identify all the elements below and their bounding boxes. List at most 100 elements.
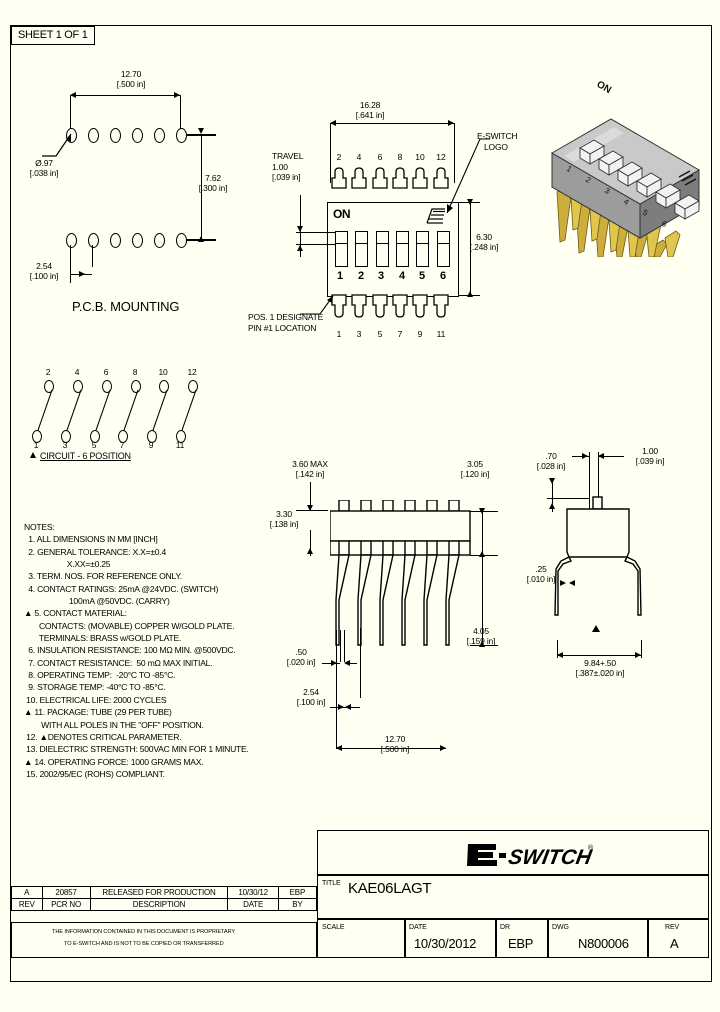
svg-text:1: 1 — [565, 164, 574, 174]
switch-position-label: 1 — [336, 270, 344, 282]
pcb-pad — [88, 233, 99, 248]
pin1-leader-line — [300, 295, 334, 315]
date-value: 10/30/2012 — [414, 936, 477, 951]
note-item: 2. GENERAL TOLERANCE: X.X=±0.4 — [24, 546, 166, 557]
note-item: 9. STORAGE TEMP: -40°C TO -85°C. — [24, 682, 166, 693]
by-header: BY — [277, 898, 318, 911]
circuit-terminal — [32, 430, 42, 443]
pin1-note-2: PIN #1 LOCATION — [248, 323, 317, 333]
eswitch-logo-note: E-SWITCH — [477, 131, 518, 141]
eswitch-brand-logo: SWITCH ® — [466, 838, 596, 875]
hole-dia-leader — [42, 133, 72, 157]
travel-label: TRAVEL — [272, 151, 304, 161]
note-item: 10. ELECTRICAL LIFE: 2000 CYCLES — [24, 694, 167, 705]
pcb-width-dim-in: [.500 in] — [116, 79, 146, 89]
critical-param-triangle — [592, 625, 600, 632]
frontview-overall-h-in: [.159 in] — [466, 636, 496, 646]
note-item: 7. CONTACT RESISTANCE: 50 mΩ MAX INITIAL… — [24, 657, 213, 668]
switch-actuator[interactable] — [335, 231, 348, 267]
frontview-right-dim: 3.05 — [467, 459, 483, 469]
notes-header: NOTES: — [24, 522, 55, 532]
svg-text:2: 2 — [584, 175, 593, 185]
travel-dim: 1.00 — [272, 162, 288, 172]
rev-value: A — [670, 936, 679, 951]
switch-position-label: 6 — [439, 270, 447, 282]
sideview-lead-t: .25 — [535, 564, 547, 574]
notes-block: NOTES: 1. ALL DIMENSIONS IN MM [INCH] 2.… — [24, 521, 249, 780]
pcb-row-space-in: [.300 in] — [198, 183, 228, 193]
eswitch-logo-icon: SWITCH ® — [467, 844, 594, 869]
topview-bottom-leads — [331, 294, 449, 318]
pcb-mounting-title: P.C.B. MOUNTING — [72, 299, 180, 314]
circuit-terminal — [61, 430, 71, 443]
topview-pin-label: 5 — [377, 329, 383, 339]
topview-width-dim-in: [.641 in] — [355, 110, 385, 120]
critical-param-triangle — [30, 452, 36, 458]
svg-text:®: ® — [588, 844, 594, 852]
topview-pin-label: 1 — [336, 329, 342, 339]
sideview-span-in: [.387±.020 in] — [575, 668, 625, 678]
circuit-terminal — [131, 380, 141, 393]
pcb-pad — [88, 128, 99, 143]
note-item: 4. CONTACT RATINGS: 25mA @24VDC. (SWITCH… — [24, 583, 219, 594]
switch-actuator[interactable] — [437, 231, 450, 267]
frontview-body-h: 3.30 — [276, 509, 292, 519]
sideview-outline — [554, 496, 642, 616]
table-row: A 20857 RELEASED FOR PRODUCTION 10/30/12… — [11, 886, 318, 899]
circuit-terminal — [118, 430, 128, 443]
table-header-row: REV PCR NO DESCRIPTION DATE BY — [11, 898, 318, 911]
eswitch-logo-mark-icon — [426, 208, 445, 224]
note-item: 15. 2002/95/EC (ROHS) COMPLIANT. — [24, 768, 165, 779]
sideview-span: 9.84+.50 — [584, 658, 616, 668]
pcb-hole-dia-in: [.038 in] — [29, 168, 59, 178]
frontview-right-dim-in: [.120 in] — [460, 469, 490, 479]
circuit-pin-label: 2 — [45, 367, 51, 377]
title-block-outer — [317, 830, 709, 958]
frontview-overall-h: 4.05 — [473, 626, 489, 636]
note-item: TERMINALS: BRASS w/GOLD PLATE. — [24, 633, 182, 644]
pcb-hole-dia: Ø.97 — [35, 158, 53, 168]
topview-pin-label: 4 — [356, 152, 362, 162]
switch-actuator[interactable] — [416, 231, 429, 267]
topview-width-dim: 16.28 — [359, 100, 381, 110]
note-item: ▲ 5. CONTACT MATERIAL: — [24, 608, 127, 619]
sideview-lead-t-in: [.010 in] — [526, 574, 556, 584]
scale-label: SCALE — [322, 924, 345, 931]
eswitch-logo-note-2: LOGO — [484, 142, 508, 152]
frontview-body-h-in: [.138 in] — [269, 519, 299, 529]
switch-actuator[interactable] — [376, 231, 389, 267]
svg-text:3: 3 — [603, 186, 612, 196]
topview-pin-label: 8 — [397, 152, 403, 162]
circuit-pin-label: 8 — [132, 367, 138, 377]
note-item: 13. DIELECTRIC STRENGTH: 500VAC MIN FOR … — [24, 744, 249, 755]
title-label: TITLE — [322, 880, 341, 887]
circuit-terminal — [188, 380, 198, 393]
switch-actuator[interactable] — [396, 231, 409, 267]
frontview-lead-w-in: [.020 in] — [286, 657, 316, 667]
switch-actuator[interactable] — [355, 231, 368, 267]
sheet-number-label: SHEET 1 OF 1 — [11, 26, 95, 45]
note-item: 12. ▲DENOTES CRITICAL PARAMETER. — [24, 731, 182, 742]
sideview-act-w: .70 — [545, 451, 557, 461]
topview-pin-label: 9 — [417, 329, 423, 339]
switch-position-label: 4 — [398, 270, 406, 282]
note-item: ▲ 14. OPERATING FORCE: 1000 GRAMS MAX. — [24, 756, 204, 767]
pcb-pad — [110, 233, 121, 248]
frontview-lead-w: .50 — [295, 647, 307, 657]
pcr-cell: 20857 — [41, 886, 91, 899]
circuit-terminal — [90, 430, 100, 443]
switch-position-label: 2 — [357, 270, 365, 282]
circuit-pin-label: 6 — [103, 367, 109, 377]
circuit-terminal — [176, 430, 186, 443]
pcb-pitch: 2.54 — [36, 261, 52, 271]
title-value: KAE06LAGT — [348, 880, 432, 897]
pin1-note-1: POS. 1 DESIGNATE — [248, 312, 324, 322]
travel-dim-in: [.039 in] — [272, 172, 301, 182]
logo-leader-line — [446, 138, 490, 214]
note-item: X.XX=±0.25 — [24, 559, 111, 570]
rev-label: REV — [665, 924, 680, 931]
pcb-pad — [66, 128, 77, 143]
topview-pin-label: 3 — [356, 329, 362, 339]
svg-text:4: 4 — [622, 197, 631, 207]
dwg-value: N800006 — [578, 936, 629, 951]
